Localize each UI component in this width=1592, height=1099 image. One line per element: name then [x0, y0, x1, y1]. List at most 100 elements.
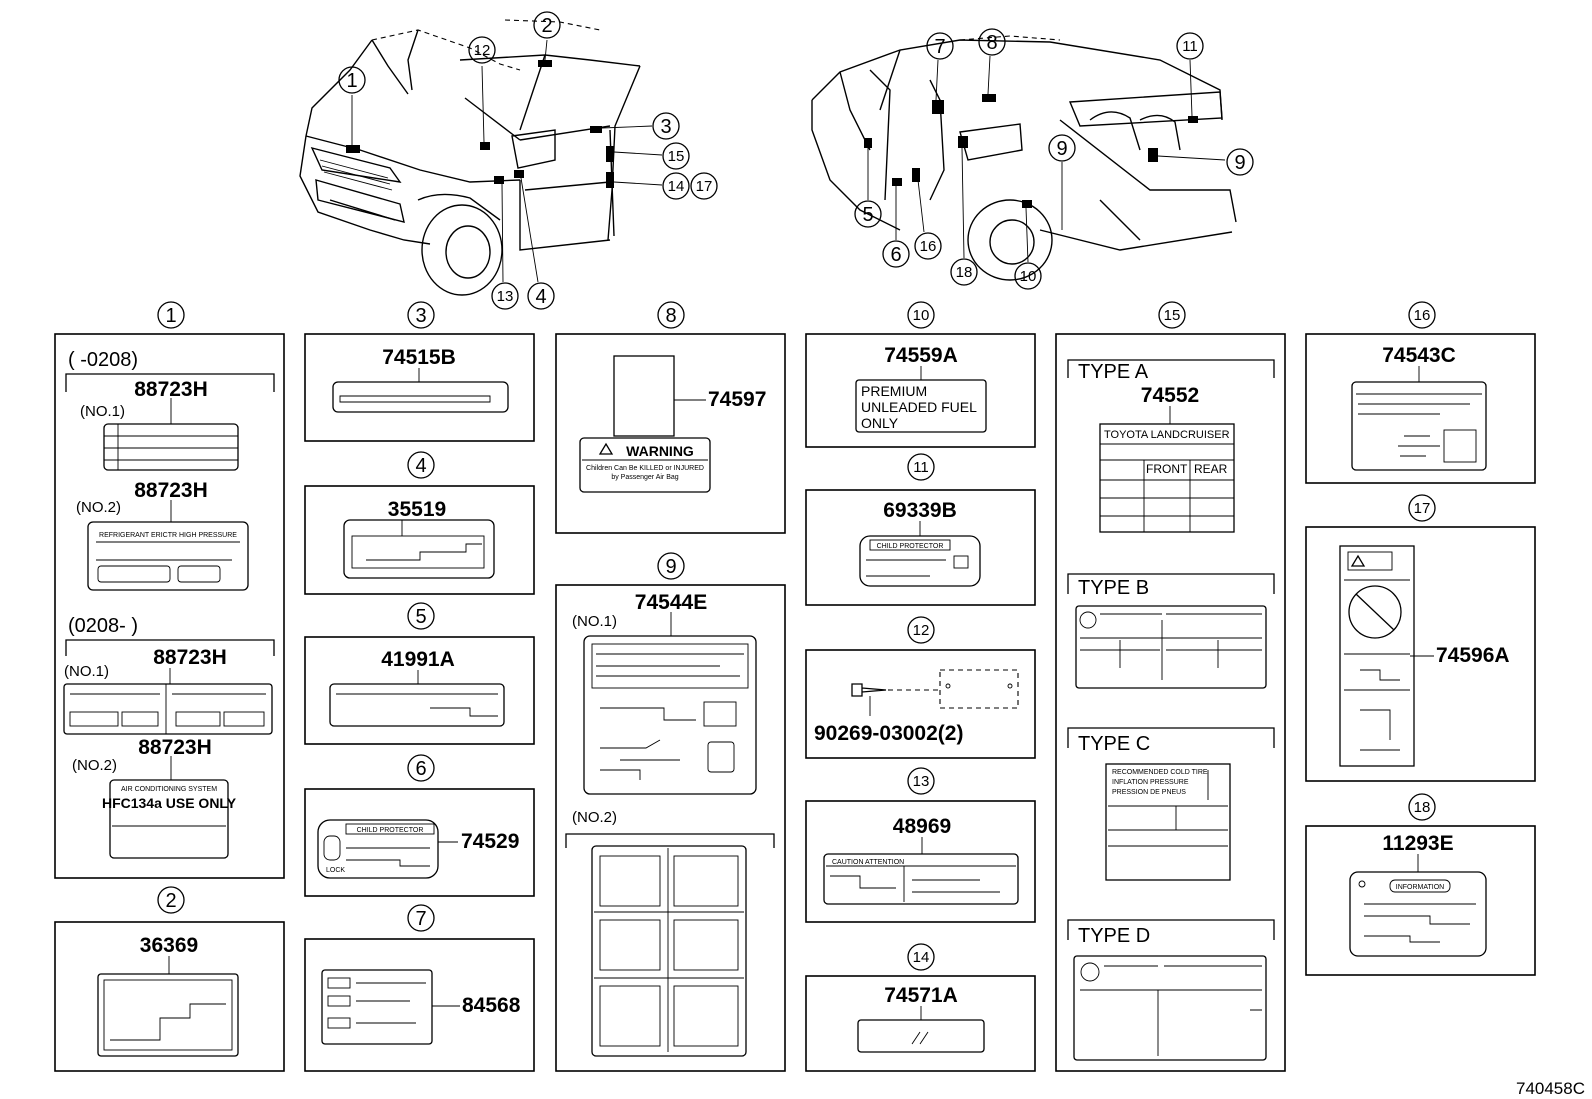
part-number: 84568: [462, 994, 521, 1017]
front-vehicle-illustration: [299, 19, 663, 296]
panel-callout-4: 4: [407, 451, 435, 479]
part-number: 74552: [1141, 384, 1199, 407]
part-number: 74543C: [1382, 344, 1456, 367]
rear-vehicle-illustration: [811, 35, 1237, 281]
callout-10: 10: [1014, 262, 1042, 290]
panel-callout-5: 5: [407, 602, 435, 630]
part-number: 35519: [388, 498, 446, 521]
svg-text:2: 2: [165, 890, 176, 912]
panel-callout-2: 2: [157, 886, 185, 914]
svg-text:4: 4: [415, 455, 426, 477]
svg-text:13: 13: [913, 773, 930, 790]
svg-text:9: 9: [1234, 152, 1245, 174]
svg-text:by Passenger Air Bag: by Passenger Air Bag: [611, 474, 678, 481]
part-number: 36369: [140, 934, 198, 957]
part-number: 74571A: [884, 984, 958, 1007]
part-number: 74515B: [382, 346, 456, 369]
drawing-id: 740458C: [1516, 1079, 1585, 1098]
part-number: 74559A: [884, 344, 958, 367]
svg-text:Children Can Be KILLED or INJU: Children Can Be KILLED or INJURED: [586, 465, 704, 472]
part-number: 88723H: [153, 646, 227, 669]
svg-text:1: 1: [165, 305, 176, 327]
svg-text:12: 12: [474, 42, 491, 59]
callout-2: 2: [533, 11, 561, 39]
type-b-label: TYPE B: [1078, 577, 1149, 599]
svg-text:ONLY: ONLY: [861, 415, 899, 431]
svg-text:14: 14: [668, 178, 685, 195]
svg-text:16: 16: [1414, 307, 1431, 324]
panel-callout-17: 17: [1408, 494, 1436, 522]
svg-text:TOYOTA LANDCRUISER: TOYOTA LANDCRUISER: [1104, 429, 1230, 441]
callout-9-right: 9: [1226, 148, 1254, 176]
panel-3: 74515B: [304, 333, 535, 442]
svg-text:PREMIUM: PREMIUM: [861, 383, 927, 399]
panel-callout-8: 8: [657, 301, 685, 329]
type-c-label: TYPE C: [1078, 733, 1150, 755]
svg-text:5: 5: [862, 204, 873, 226]
svg-text:UNLEADED FUEL: UNLEADED FUEL: [861, 399, 977, 415]
svg-text:REAR: REAR: [1194, 462, 1228, 476]
panel-15: TYPE A 74552 TOYOTA LANDCRUISER FRONT RE…: [1055, 333, 1286, 1072]
no1-label: (NO.1): [64, 663, 109, 680]
callout-13: 13: [491, 282, 519, 310]
callout-16: 16: [914, 232, 942, 260]
part-number: 11293E: [1382, 832, 1453, 855]
svg-text:17: 17: [696, 178, 713, 195]
panel-callout-18: 18: [1408, 793, 1436, 821]
svg-text:RECOMMENDED COLD TIRE: RECOMMENDED COLD TIRE: [1112, 769, 1208, 776]
callout-6: 6: [882, 240, 910, 268]
svg-text:8: 8: [986, 32, 997, 54]
svg-text:11: 11: [1182, 38, 1198, 55]
no2-label: (NO.2): [572, 809, 617, 826]
panel-callout-15: 15: [1158, 301, 1186, 329]
part-number: 90269-03002(2): [814, 722, 963, 745]
no1-label: (NO.1): [80, 403, 125, 420]
part-number: 69339B: [883, 499, 957, 522]
callout-1: 1: [338, 66, 366, 94]
svg-text:3: 3: [660, 116, 671, 138]
part-number: 74597: [708, 388, 766, 411]
svg-text:5: 5: [415, 606, 426, 628]
svg-text:LOCK: LOCK: [326, 867, 345, 874]
svg-text:10: 10: [913, 307, 930, 324]
range-label-a: ( -0208): [68, 349, 138, 371]
svg-text:18: 18: [956, 264, 973, 281]
type-a-label: TYPE A: [1078, 361, 1149, 383]
svg-text:INFLATION PRESSURE: INFLATION PRESSURE: [1112, 779, 1189, 786]
svg-text:12: 12: [913, 622, 930, 639]
panel-1: ( -0208) 88723H (NO.1) 88723H (NO.2) REF…: [54, 333, 285, 879]
panel-callout-6: 6: [407, 754, 435, 782]
svg-text:CHILD PROTECTOR: CHILD PROTECTOR: [357, 827, 424, 834]
panel-11: 69339B CHILD PROTECTOR: [805, 489, 1036, 606]
panel-10: 74559A PREMIUM UNLEADED FUEL ONLY: [805, 333, 1036, 448]
svg-text:WARNING: WARNING: [626, 443, 694, 459]
panel-callouts: 1 2 3 4 5 6 7 8 9 10 11 12 13 14 15 16 1…: [157, 301, 1436, 971]
panel-2: 36369: [54, 921, 285, 1072]
svg-text:13: 13: [497, 288, 514, 305]
part-number: 74596A: [1436, 644, 1510, 667]
callout-14: 14: [662, 172, 690, 200]
svg-text:AIR CONDITIONING SYSTEM: AIR CONDITIONING SYSTEM: [121, 786, 217, 793]
svg-text:16: 16: [920, 238, 937, 255]
panel-callout-7: 7: [407, 904, 435, 932]
callout-9-left: 9: [1048, 134, 1076, 162]
svg-text:15: 15: [1164, 307, 1181, 324]
part-number: 74544E: [635, 591, 707, 614]
illustration-callouts: 1 2 12 3 15 14 17 13 4 7 8 11 9 9 5 6 16…: [338, 11, 1254, 310]
no2-label: (NO.2): [76, 499, 121, 516]
panel-callout-9: 9: [657, 552, 685, 580]
panel-7: 84568: [304, 938, 535, 1072]
callout-15: 15: [662, 142, 690, 170]
panel-6: CHILD PROTECTOR LOCK 74529: [304, 788, 535, 897]
svg-text:14: 14: [913, 949, 930, 966]
svg-text:17: 17: [1414, 500, 1431, 517]
svg-text:10: 10: [1020, 268, 1037, 285]
panel-18: 11293E INFORMATION: [1305, 825, 1536, 976]
panel-callout-12: 12: [907, 616, 935, 644]
panel-callout-14: 14: [907, 943, 935, 971]
panel-4: 35519: [304, 485, 535, 595]
panel-17: 74596A: [1305, 526, 1536, 782]
svg-text:9: 9: [665, 556, 676, 578]
svg-text:11: 11: [913, 459, 929, 476]
